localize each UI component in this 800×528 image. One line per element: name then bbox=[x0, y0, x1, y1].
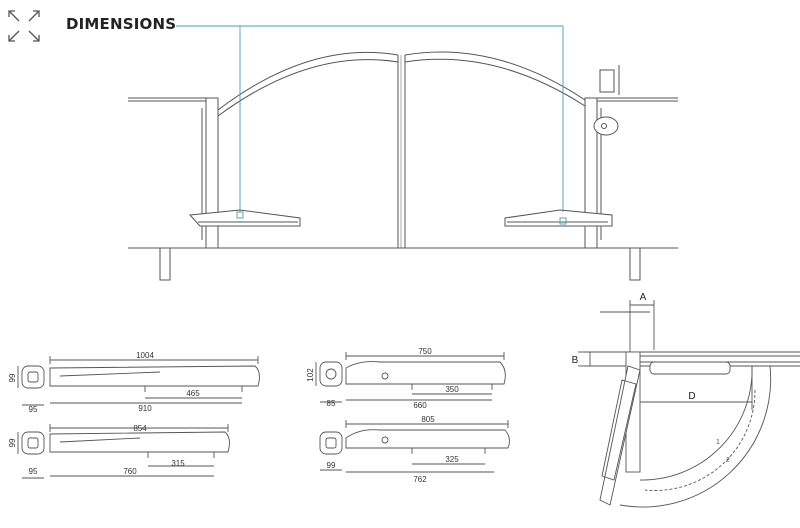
motor-1-height: 99 bbox=[8, 373, 17, 382]
motor-1-stroke: 465 bbox=[186, 389, 200, 398]
installation-diagram bbox=[578, 300, 800, 508]
installation-label-a: A bbox=[640, 292, 647, 303]
motor-2-width: 95 bbox=[29, 467, 38, 476]
motor-2-height: 99 bbox=[8, 438, 17, 447]
motor-3-drawing bbox=[315, 352, 506, 403]
installation-arc-2: 2 bbox=[726, 457, 730, 464]
motor-1-stroke-total: 910 bbox=[138, 404, 152, 413]
motor-4-drawing bbox=[319, 420, 510, 473]
motor-4-stroke-total: 762 bbox=[413, 475, 427, 484]
motor-1-drawing bbox=[17, 356, 260, 406]
gate-illustration bbox=[128, 51, 678, 281]
motor-3-stroke: 350 bbox=[445, 385, 459, 394]
motor-4-stroke: 325 bbox=[445, 455, 459, 464]
motor-2-stroke-total: 760 bbox=[123, 467, 137, 476]
installation-arc-1: 1 bbox=[716, 439, 720, 446]
motor-1-length: 1004 bbox=[136, 351, 154, 360]
expand-arrows-icon[interactable] bbox=[6, 8, 42, 44]
motor-4-length: 805 bbox=[421, 415, 435, 424]
motor-1-width: 95 bbox=[29, 405, 38, 414]
motor-2-stroke: 315 bbox=[171, 459, 185, 468]
installation-label-d: D bbox=[688, 391, 695, 402]
motor-3-height: 102 bbox=[306, 368, 315, 382]
page-title: DIMENSIONS bbox=[66, 15, 177, 33]
callout-lines bbox=[176, 25, 567, 225]
motor-3-stroke-total: 660 bbox=[413, 401, 427, 410]
motor-2-drawing bbox=[17, 424, 230, 479]
motor-3-length: 750 bbox=[418, 347, 432, 356]
motor-3-width: 85 bbox=[327, 399, 336, 408]
motor-4-width: 99 bbox=[327, 461, 336, 470]
installation-label-b: B bbox=[572, 355, 579, 366]
motor-2-length: 854 bbox=[133, 424, 147, 433]
